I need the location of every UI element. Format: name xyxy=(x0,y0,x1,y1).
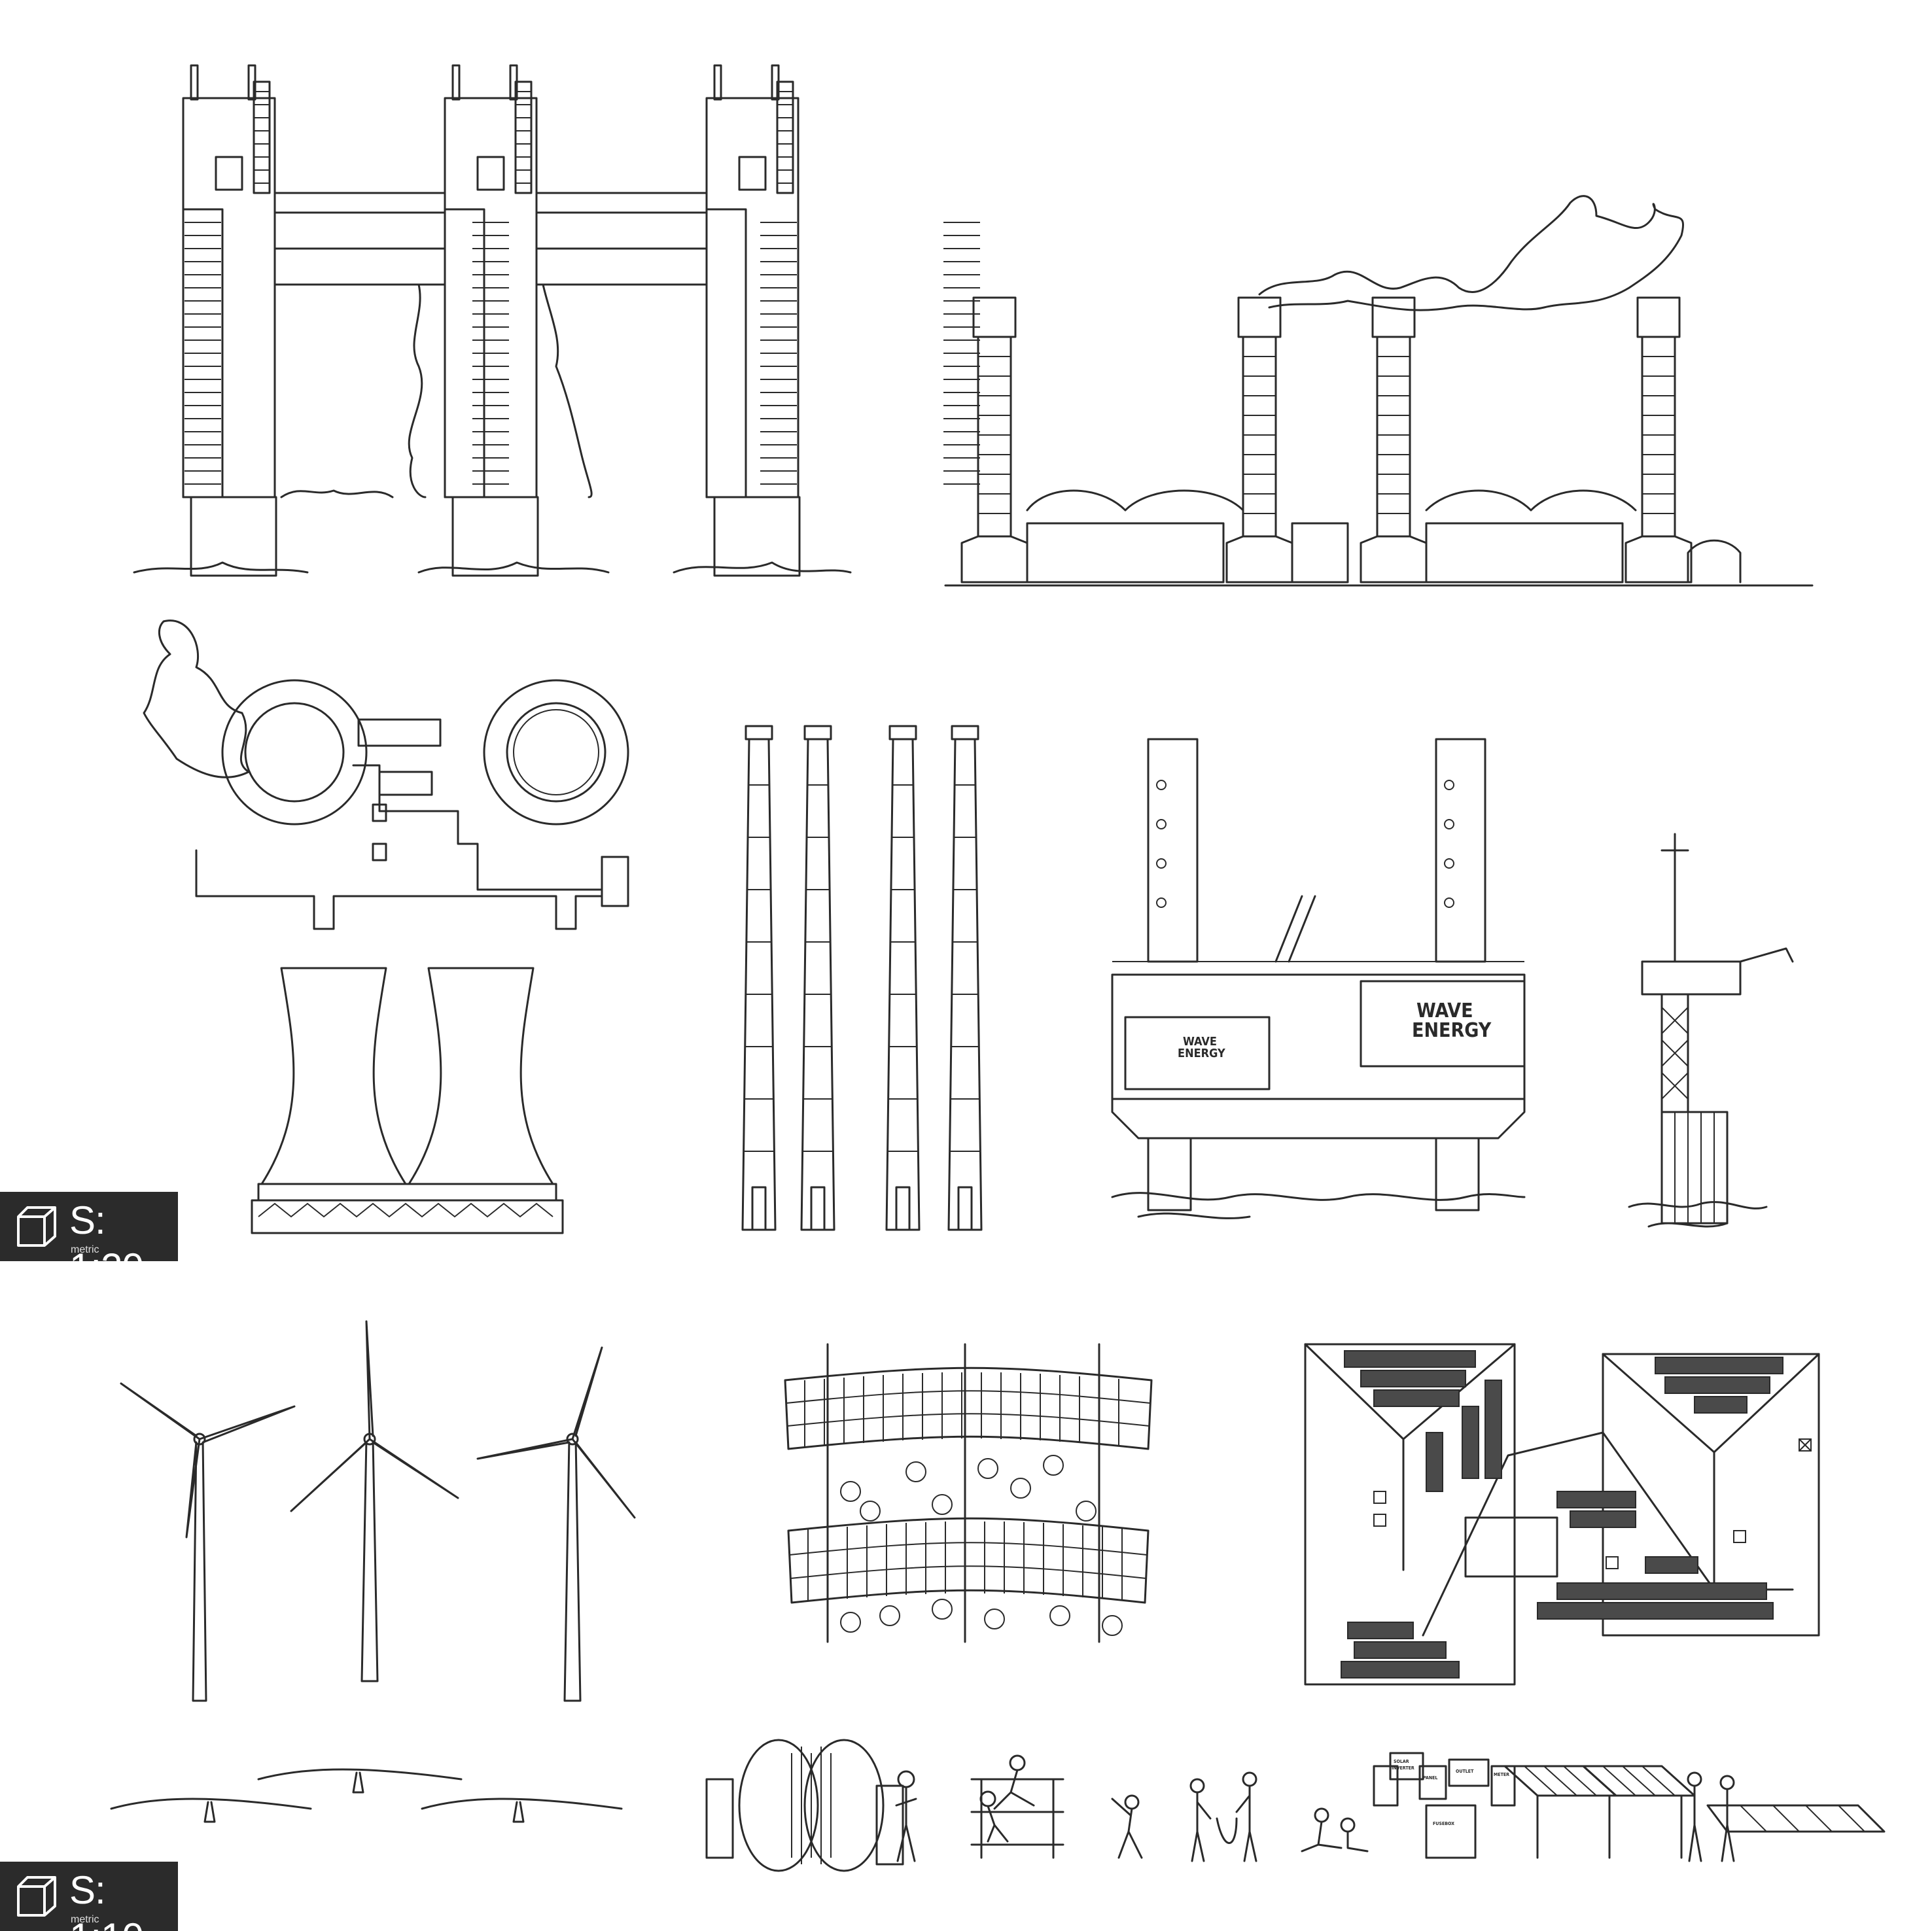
scale-ratio: S: 1:10 xyxy=(69,1868,144,1931)
solar-roof-icon xyxy=(1304,1343,1820,1686)
meter-label-inverter: INVERTER xyxy=(1392,1766,1414,1771)
people-icon: SOLAR INVERTER METER OUTLET PANEL FUSEBO… xyxy=(705,1739,1886,1872)
chimney-icon xyxy=(741,725,983,1231)
wave-energy-label-large-2: ENERGY xyxy=(1412,1019,1492,1042)
wind-turbine-icon xyxy=(110,1320,636,1823)
wave-energy-label-large-1: WAVE xyxy=(1416,1000,1473,1022)
meter-label-solar: SOLAR xyxy=(1394,1759,1409,1764)
meter-label-fusebox: FUSEBOX xyxy=(1433,1821,1454,1826)
weather-mast-icon xyxy=(1628,833,1794,1228)
meter-label-panel: PANEL xyxy=(1423,1775,1437,1781)
meter-label-outlet: OUTLET xyxy=(1456,1769,1474,1774)
scale-badge-1-10: S: 1:10 metric xyxy=(0,1862,178,1931)
scale-badge-1-20: S: 1:20 metric xyxy=(0,1192,178,1289)
cube-icon xyxy=(17,1876,56,1917)
meter-label-meter: METER xyxy=(1494,1772,1509,1777)
power-plant-icon xyxy=(944,195,1814,587)
cube-icon xyxy=(17,1206,56,1247)
scale-unit: metric xyxy=(71,1244,99,1255)
solar-canopy-icon xyxy=(784,1343,1153,1643)
wave-energy-label-small-2: ENERGY xyxy=(1178,1047,1225,1060)
turbine-icon xyxy=(143,619,629,930)
scale-unit: metric xyxy=(71,1914,99,1925)
wave-energy-label-small-1: WAVE xyxy=(1183,1035,1217,1049)
dam-icon xyxy=(133,64,981,577)
cooling-tower-icon xyxy=(251,967,564,1234)
scale-ratio: S: 1:20 xyxy=(69,1198,144,1289)
wave-platform-icon: WAVE ENERGY WAVE ENERGY xyxy=(1111,738,1526,1219)
